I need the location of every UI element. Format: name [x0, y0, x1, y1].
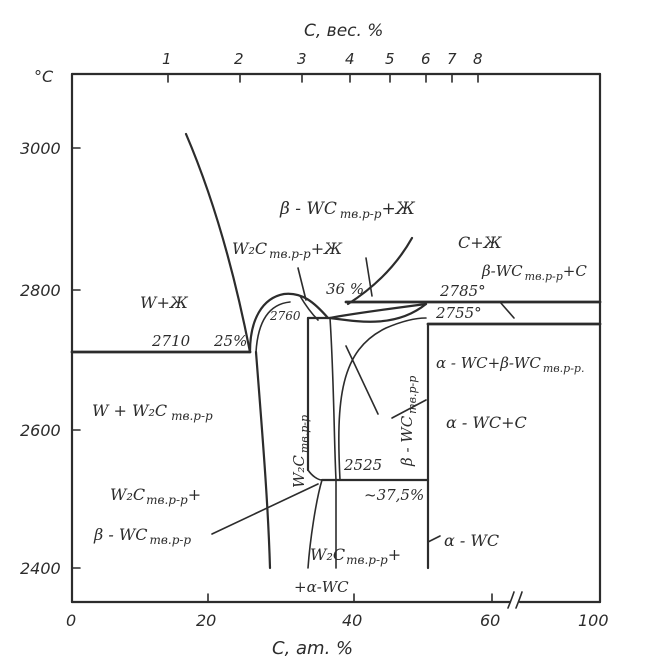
beta-liquidus-top	[328, 302, 428, 320]
left-axis-unit: °C	[34, 67, 54, 86]
top-tick-label: 2	[234, 50, 244, 68]
beta-c-leader	[499, 301, 515, 319]
y-tick-label: 3000	[20, 139, 61, 158]
w2c-solvus-left	[254, 350, 272, 570]
axis-break-mark	[507, 591, 523, 609]
leader-alpha-beta	[391, 399, 427, 419]
region-c-liquid: C+Ж	[458, 233, 503, 252]
top-tick-label: 4	[345, 50, 355, 68]
label-2755: 2755°	[435, 304, 482, 322]
leader-beta-vert	[345, 345, 379, 415]
label-2710: 2710	[151, 332, 191, 350]
leader-alpha-wc	[427, 535, 441, 543]
bottom-axis-title: C, am. %	[272, 638, 353, 659]
top-tick-label: 8	[473, 50, 483, 68]
x-tick-label: 0	[66, 611, 76, 630]
leader-w2c-beta	[211, 483, 319, 535]
y-tick-label: 2800	[20, 281, 61, 300]
y-tick-label: 2600	[20, 421, 61, 440]
region-w2c-alpha-line1: W₂Cтв.р-р+	[310, 545, 401, 567]
leader-beta-liq	[365, 257, 373, 297]
region-w2c-beta-line1: W₂Cтв.р-р+	[110, 485, 201, 507]
top-tick-label: 7	[447, 50, 457, 68]
y-tick-label: 2400	[20, 559, 61, 578]
label-36-percent: 36 %	[326, 280, 364, 298]
w2c-alpha-lower-left	[307, 479, 323, 569]
beta-solidus-loop	[328, 302, 428, 323]
top-tick-label: 3	[297, 50, 307, 68]
label-2785: 2785°	[439, 282, 486, 300]
w2c-lower-corner	[307, 469, 323, 481]
x-tick-label: 100	[578, 611, 609, 630]
w2c-dome-inner	[255, 301, 291, 353]
leader-w2c-liq	[297, 267, 307, 301]
region-w2c-alpha-line2: +α-WC	[294, 578, 349, 596]
top-tick-label: 1	[162, 50, 172, 68]
x-tick-label: 60	[480, 611, 500, 630]
liquidus-carbon-side	[346, 236, 414, 306]
top-tick-label: 6	[421, 50, 431, 68]
region-w2c-vertical: W₂Cтв.р-р	[290, 415, 311, 488]
x-tick-label: 40	[342, 611, 362, 630]
w2c-dome-outer	[248, 292, 330, 354]
top-axis-title: C, вес. %	[304, 21, 383, 41]
label-37-5-percent: ~37,5%	[364, 486, 424, 504]
label-2760: 2760	[269, 309, 301, 323]
label-2525: 2525	[343, 456, 382, 474]
label-25-percent: 25%	[213, 332, 247, 350]
region-alpha-c: α - WC+C	[446, 413, 527, 432]
region-alpha-wc: α - WC	[444, 531, 499, 550]
top-tick-label: 5	[385, 50, 395, 68]
beta-solvus-curve	[338, 317, 427, 481]
liquidus-w-side	[184, 132, 252, 354]
x-tick-label: 20	[196, 611, 216, 630]
w2c-beta-boundary	[329, 317, 337, 481]
region-beta-vertical: β - WCтв.р-р	[398, 376, 419, 467]
region-w-liquid: W+Ж	[140, 293, 189, 312]
